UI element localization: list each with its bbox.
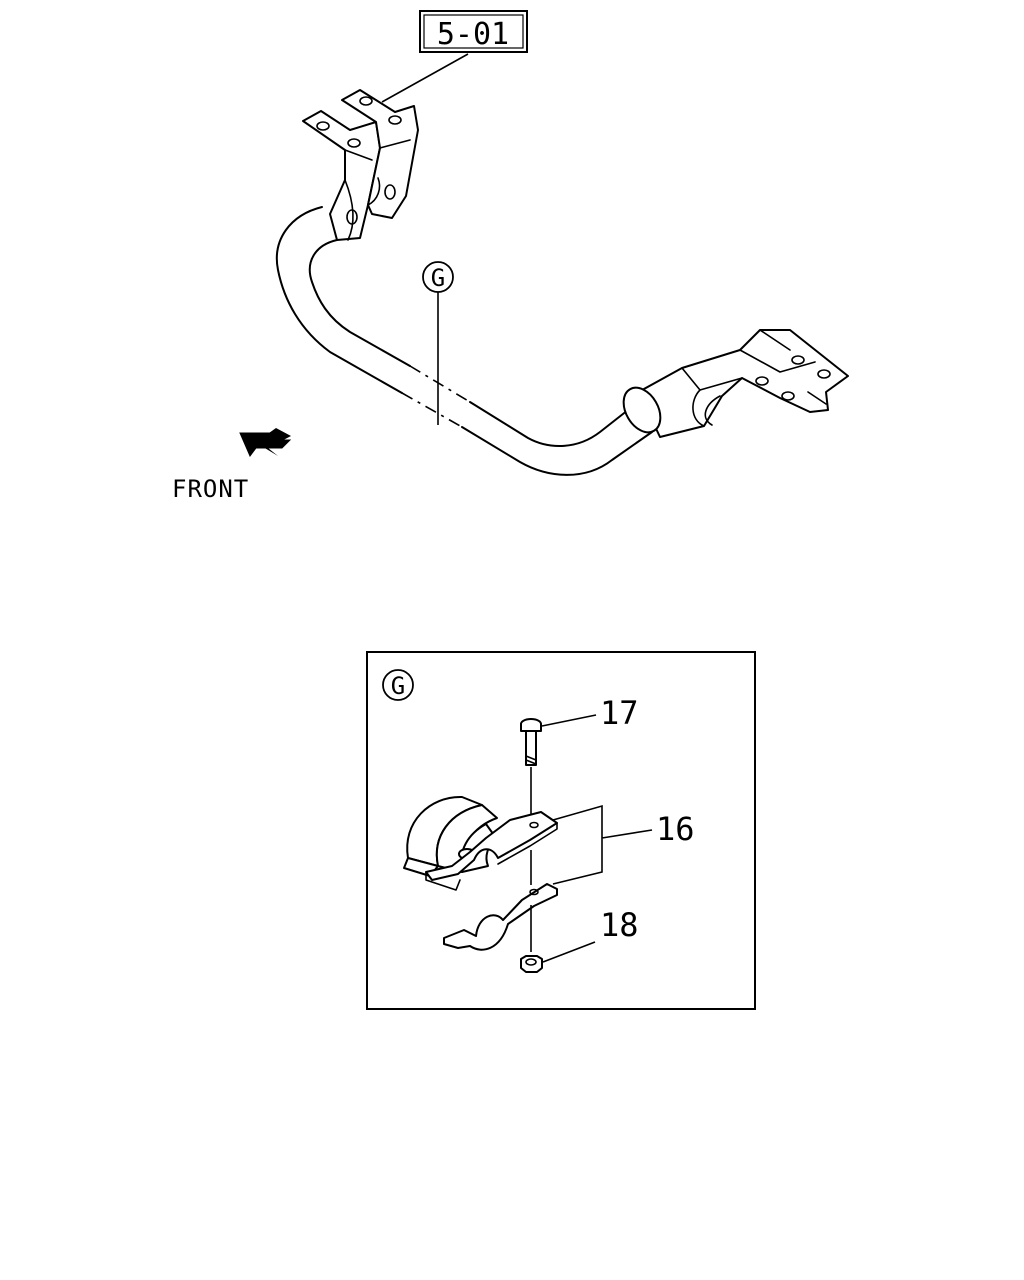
detail-view-marker-letter: G bbox=[391, 672, 405, 700]
detail-view-marker: G bbox=[382, 669, 414, 701]
callout-18-number: 18 bbox=[600, 906, 639, 944]
callout-17-leader bbox=[541, 714, 597, 727]
reference-leader-line bbox=[381, 53, 469, 103]
detail-marker-letter: G bbox=[431, 264, 445, 292]
callout-17-number: 17 bbox=[600, 694, 639, 732]
front-arrow-icon bbox=[239, 428, 292, 457]
lower-bracket-icon bbox=[443, 883, 558, 951]
front-label: FRONT bbox=[172, 475, 249, 503]
detail-view: G bbox=[366, 651, 756, 1010]
nut-icon bbox=[520, 955, 543, 973]
callout-16-leader bbox=[552, 804, 653, 885]
reference-box: 5-01 bbox=[419, 10, 528, 53]
callout-16-number: 16 bbox=[656, 810, 695, 848]
reference-box-label: 5-01 bbox=[437, 17, 509, 52]
stabilizer-bar bbox=[275, 89, 849, 476]
callout-18-leader bbox=[542, 941, 596, 963]
bolt-icon bbox=[520, 718, 542, 766]
detail-marker: G bbox=[422, 261, 454, 293]
upper-bracket-icon bbox=[425, 811, 558, 891]
